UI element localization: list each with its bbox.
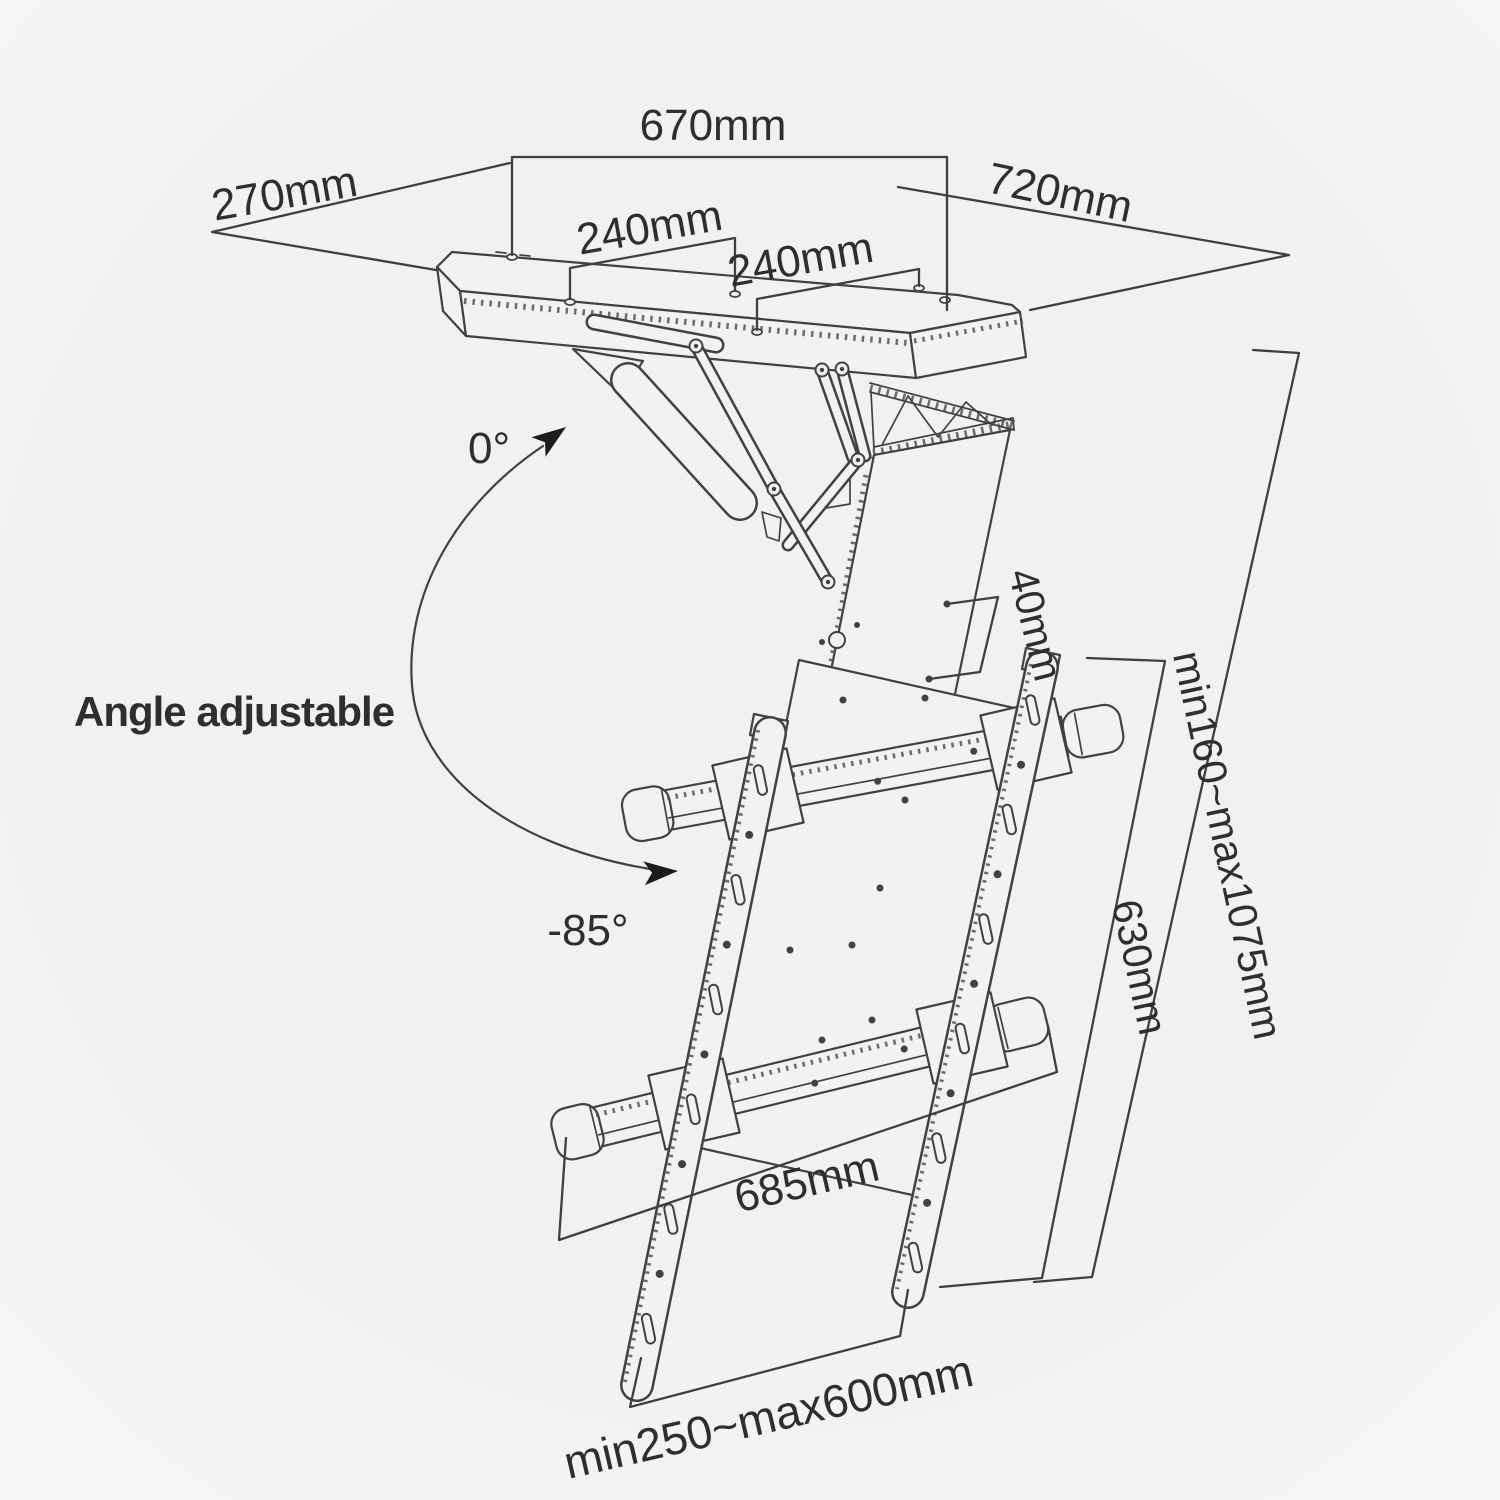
dim-685-bracket xyxy=(557,1024,1059,1242)
dim-670mm-label: 670mm xyxy=(640,101,787,150)
dim-670-bracket xyxy=(510,155,949,312)
angle-start-label: 0° xyxy=(468,424,510,473)
dim-240a-bracket xyxy=(568,236,737,301)
dim-240b-bracket xyxy=(755,267,921,332)
dim-height-range-line xyxy=(1032,348,1301,1284)
left-vesa-strip xyxy=(620,712,790,1402)
dim-720mm-label: 720mm xyxy=(983,154,1137,232)
arc-arrow-down-icon xyxy=(643,861,678,886)
arc-arrow-up-icon xyxy=(531,427,566,457)
dim-40mm-label: 40mm xyxy=(999,564,1071,686)
dim-width-range-bracket xyxy=(628,1288,910,1409)
pivot-joints xyxy=(688,338,866,590)
angle-end-label: -85° xyxy=(547,906,628,955)
dim-height-range-label: min160~max1075mm xyxy=(1164,647,1291,1043)
dim-630-line xyxy=(938,656,1167,1289)
dim-40-leader xyxy=(927,595,1000,681)
scissor-mechanism xyxy=(571,338,872,590)
dim-270-leader xyxy=(210,161,512,272)
dim-630mm-label: 630mm xyxy=(1103,895,1176,1038)
angle-adjustable-label: Angle adjustable xyxy=(74,688,394,735)
right-vesa-strip xyxy=(891,646,1062,1309)
dimension-lines xyxy=(210,155,1301,1409)
dim-width-range-label: min250~max600mm xyxy=(559,1344,978,1489)
dim-720-leader xyxy=(896,185,1291,312)
dim-270mm-label: 270mm xyxy=(208,157,361,231)
right-strip-slots xyxy=(907,694,1041,1274)
rotation-arc xyxy=(410,427,678,886)
